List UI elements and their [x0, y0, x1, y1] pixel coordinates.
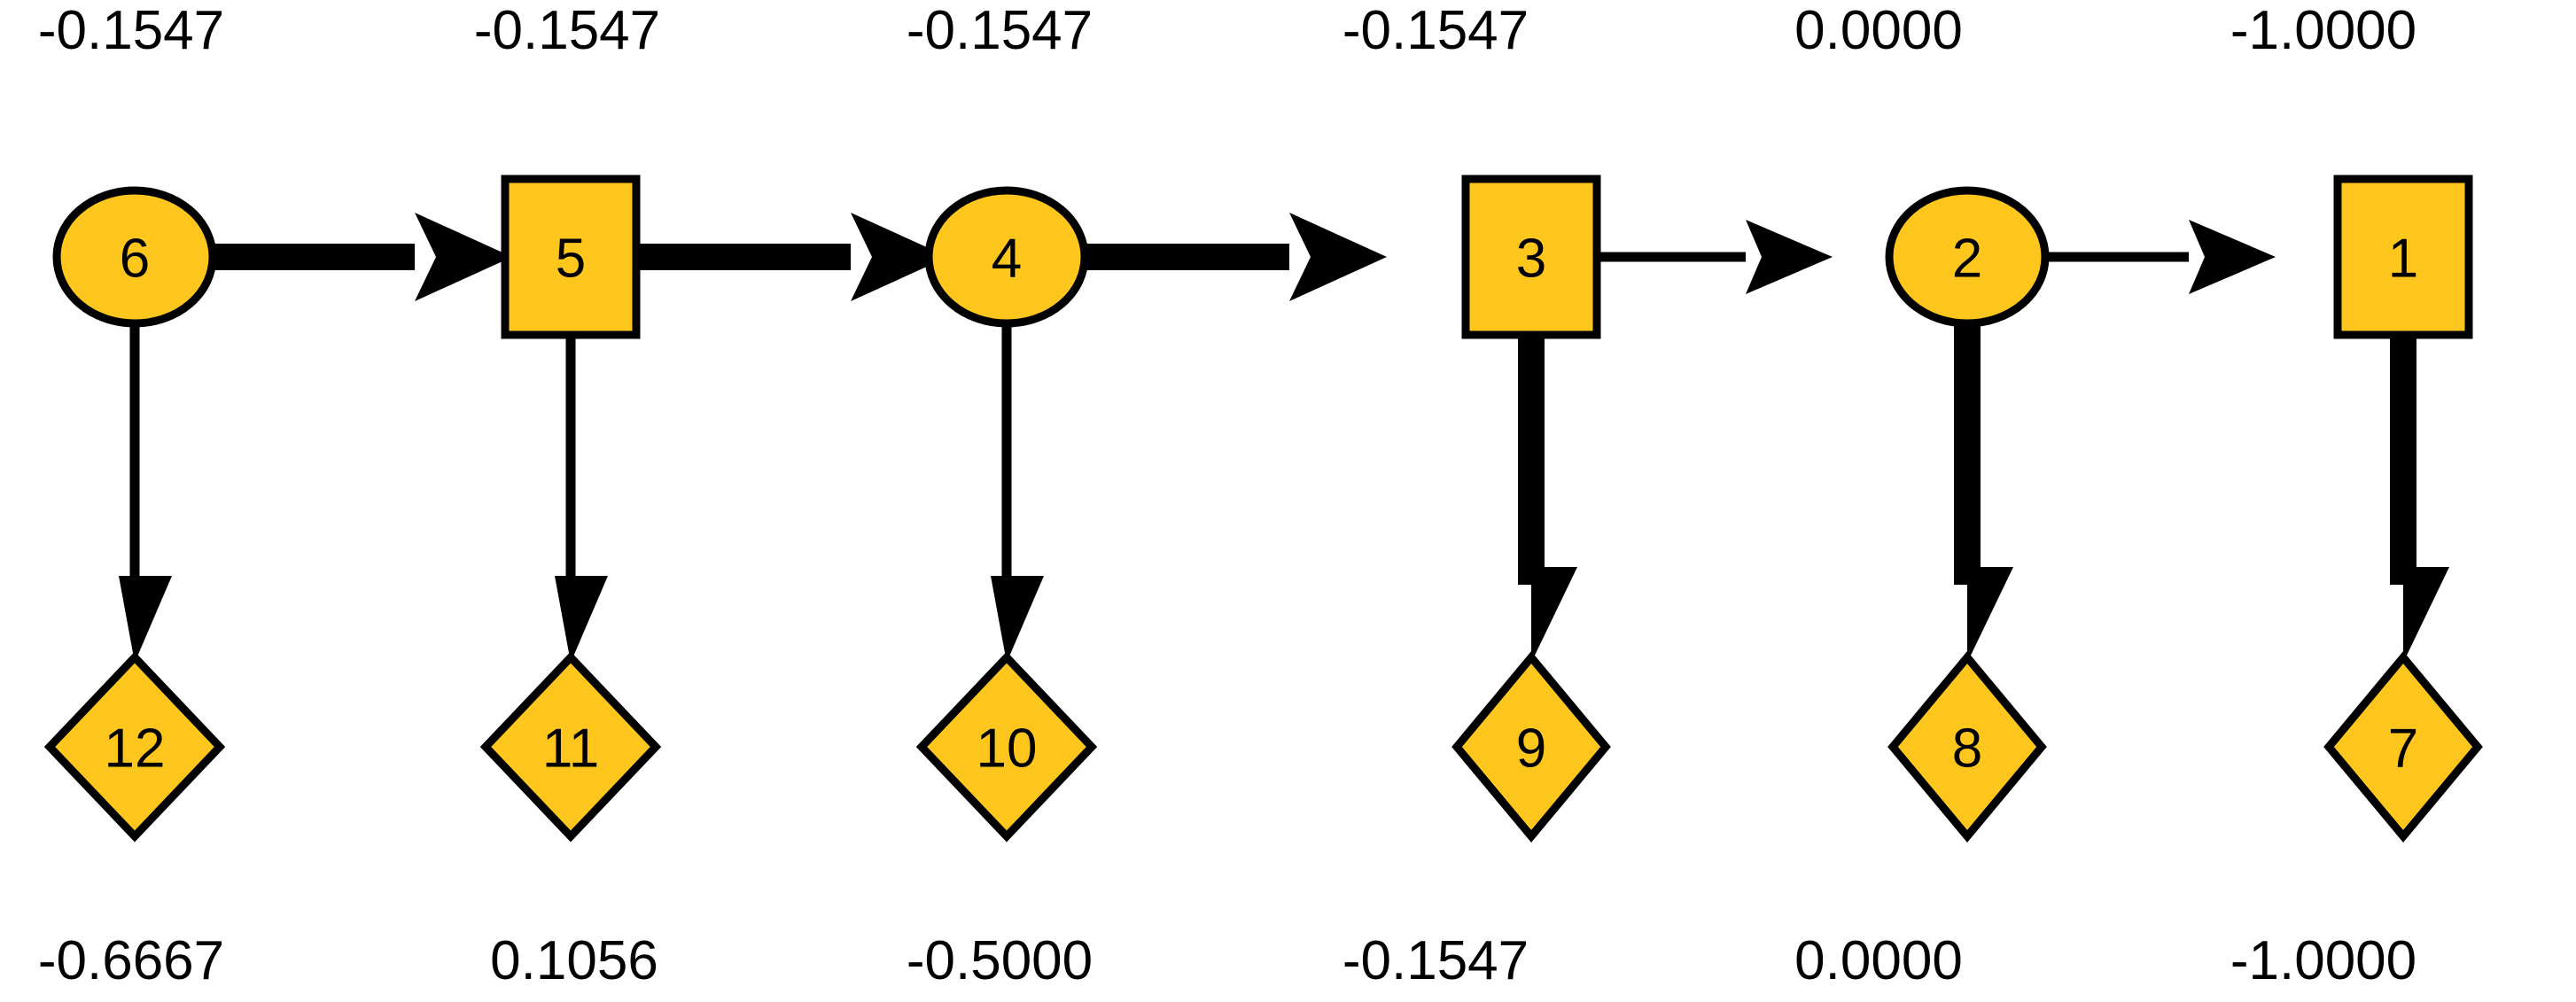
node-7-label: 7: [2388, 718, 2418, 780]
node-8-label: 8: [1952, 718, 1982, 780]
bottom-value-label-1: 0.1056: [490, 930, 658, 991]
node-11-label: 11: [542, 718, 599, 780]
edge-5-to-11: [533, 335, 608, 663]
top-value-label-0: -0.1547: [38, 0, 224, 61]
node-8[interactable]: 8: [1887, 650, 2047, 843]
edge-6-to-12-arrowhead: [97, 576, 172, 663]
node-10[interactable]: 10: [915, 651, 1098, 843]
node-7-diamond-shape[interactable]: [2323, 650, 2483, 843]
bottom-value-label-0: -0.6667: [38, 930, 224, 991]
edge-4-to-3-arrowhead: [1289, 213, 1387, 301]
edge-3-to-2-arrowhead: [1746, 220, 1833, 294]
top-label-group: -0.1547 -0.1547 -0.1547 -0.1547 0.0000 -…: [38, 0, 2416, 61]
node-4-label: 4: [992, 229, 1022, 290]
node-9-label: 9: [1516, 718, 1546, 780]
node-6[interactable]: 6: [52, 186, 217, 328]
top-value-label-3: -0.1547: [1342, 0, 1529, 61]
node-12-diamond-shape[interactable]: [43, 651, 226, 843]
node-7[interactable]: 7: [2323, 650, 2483, 843]
top-value-label-2: -0.1547: [907, 0, 1093, 61]
node-11-diamond-shape[interactable]: [479, 651, 662, 843]
node-2[interactable]: 2: [1885, 186, 2050, 328]
edge-5-to-4-arrowhead: [851, 213, 948, 301]
node-4[interactable]: 4: [924, 186, 1089, 328]
edge-4-to-10-arrowhead: [969, 576, 1044, 663]
node-9[interactable]: 9: [1451, 650, 1611, 843]
node-6-label: 6: [120, 229, 150, 290]
bottom-node-group: 12 11 10 9 8 7: [43, 650, 2483, 843]
bottom-label-group: -0.6667 0.1056 -0.5000 -0.1547 0.0000 -1…: [38, 930, 2416, 991]
node-5[interactable]: 5: [501, 175, 641, 339]
node-3-square-shape[interactable]: [1461, 175, 1601, 339]
edge-6-to-12: [97, 319, 172, 663]
edge-6-to-5-arrowhead: [415, 213, 512, 301]
node-9-diamond-shape[interactable]: [1451, 650, 1611, 843]
top-node-group: 6 5 4 3 2 1: [52, 175, 2473, 339]
node-1-square-shape[interactable]: [2333, 175, 2473, 339]
bottom-value-label-5: -1.0000: [2230, 930, 2416, 991]
edge-1-to-7-arrowhead: [2357, 567, 2449, 663]
top-value-label-4: 0.0000: [1794, 0, 1963, 61]
edge-2-to-8: [1921, 319, 2013, 663]
edge-1-to-7: [2357, 335, 2449, 663]
edge-2-to-8-arrowhead: [1921, 567, 2013, 663]
edge-3-to-9: [1485, 335, 1577, 663]
node-12-label: 12: [105, 718, 166, 780]
edge-4-to-3: [1063, 213, 1387, 301]
bottom-value-label-4: 0.0000: [1794, 930, 1963, 991]
edge-3-to-9-arrowhead: [1485, 567, 1577, 663]
node-12[interactable]: 12: [43, 651, 226, 843]
node-2-circle-shape[interactable]: [1885, 186, 2050, 328]
edge-3-to-2: [1591, 220, 1833, 294]
node-3[interactable]: 3: [1461, 175, 1601, 339]
top-value-label-1: -0.1547: [474, 0, 660, 61]
edge-5-to-4: [636, 213, 948, 301]
node-1[interactable]: 1: [2333, 175, 2473, 339]
edge-5-to-11-arrowhead: [533, 576, 608, 663]
edge-4-to-10: [969, 319, 1044, 663]
node-2-label: 2: [1952, 229, 1982, 290]
edge-2-to-1-arrowhead: [2189, 220, 2276, 294]
bottom-value-label-3: -0.1547: [1342, 930, 1529, 991]
node-10-label: 10: [977, 718, 1038, 780]
node-5-label: 5: [556, 229, 586, 290]
node-1-label: 1: [2388, 229, 2418, 290]
node-6-circle-shape[interactable]: [52, 186, 217, 328]
node-5-square-shape[interactable]: [501, 175, 641, 339]
node-11[interactable]: 11: [479, 651, 662, 843]
node-3-label: 3: [1516, 229, 1546, 290]
node-8-diamond-shape[interactable]: [1887, 650, 2047, 843]
vertical-edge-group: [97, 319, 2449, 663]
bottom-value-label-2: -0.5000: [907, 930, 1093, 991]
horizontal-edge-group: [140, 213, 2276, 301]
node-10-diamond-shape[interactable]: [915, 651, 1098, 843]
top-value-label-5: -1.0000: [2230, 0, 2416, 61]
node-4-circle-shape[interactable]: [924, 186, 1089, 328]
